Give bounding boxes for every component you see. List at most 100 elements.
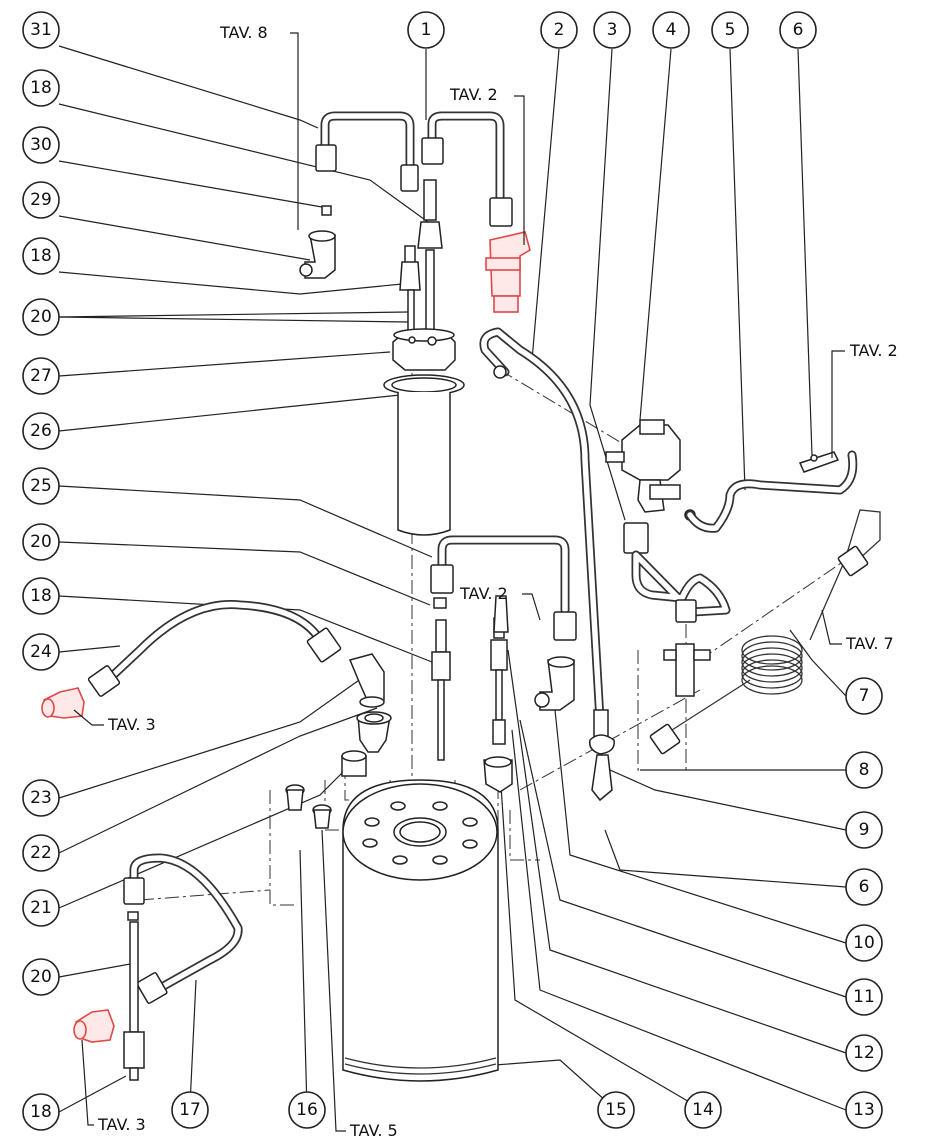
callout-circle	[593, 11, 631, 49]
middle-tube-assembly	[430, 535, 577, 793]
callout-c21: 21	[22, 889, 60, 927]
bottom-left-tube-assembly	[73, 853, 243, 1081]
leader-lines	[58, 45, 847, 1113]
callout-circle	[845, 811, 883, 849]
callout-circle	[22, 889, 60, 927]
callout-circle	[540, 11, 578, 49]
top-tube-assembly	[299, 111, 513, 341]
callout-circle	[845, 751, 883, 789]
callout-c17: 17	[171, 1091, 209, 1129]
callout-number: 15	[605, 1100, 627, 1120]
callout-number: 3	[607, 20, 618, 40]
callout-c14: 14	[684, 1091, 722, 1129]
tube-5	[685, 450, 858, 533]
ref-tav2-right: TAV. 2	[849, 341, 898, 360]
callout-circle	[845, 1091, 883, 1129]
callout-number: 16	[296, 1100, 318, 1120]
callout-number: 2	[554, 20, 565, 40]
ref-tav5: TAV. 5	[349, 1121, 398, 1140]
callout-number: 7	[859, 686, 870, 706]
t-fitting-assembly	[623, 522, 731, 697]
callout-number: 17	[179, 1100, 201, 1120]
vertical-pipe-assembly	[479, 327, 615, 802]
callout-circle	[288, 1091, 326, 1129]
callout-circle	[407, 11, 445, 49]
callout-circle	[711, 11, 749, 49]
callout-circle	[22, 523, 60, 561]
callout-c20a: 20	[22, 298, 60, 336]
callout-circle	[845, 978, 883, 1016]
callout-c31: 31	[22, 11, 60, 49]
callout-c18d: 18	[22, 1093, 60, 1131]
callout-number: 22	[30, 843, 52, 863]
callout-circle	[22, 69, 60, 107]
callout-circle	[22, 958, 60, 996]
callout-number: 21	[30, 898, 52, 918]
callout-circle	[22, 467, 60, 505]
ref-tav8: TAV. 8	[219, 23, 268, 42]
callout-c26: 26	[22, 412, 60, 450]
solenoid-valve-red	[485, 231, 531, 313]
callout-c15: 15	[597, 1091, 635, 1129]
callout-circle	[22, 357, 60, 395]
callout-number: 6	[793, 20, 804, 40]
callout-number: 6	[859, 877, 870, 897]
callout-number: 20	[30, 967, 52, 987]
callout-circle	[22, 1093, 60, 1131]
callout-circle	[22, 126, 60, 164]
callout-number: 13	[853, 1100, 875, 1120]
callout-c16: 16	[288, 1091, 326, 1129]
ref-tav2-mid: TAV. 2	[459, 584, 508, 603]
reference-labels: TAV. 8 TAV. 2 TAV. 2 TAV. 2 TAV. 7 TAV. …	[73, 23, 898, 1140]
callout-number: 20	[30, 532, 52, 552]
plug-fittings	[285, 750, 367, 829]
callout-circle	[684, 1091, 722, 1129]
callout-c20b: 20	[22, 523, 60, 561]
callout-circle	[652, 11, 690, 49]
ref-tav3-left: TAV. 3	[107, 715, 156, 734]
callout-number: 9	[859, 820, 870, 840]
callout-number: 18	[30, 1102, 52, 1122]
callout-number: 18	[30, 78, 52, 98]
callout-c18c: 18	[22, 577, 60, 615]
callout-c22: 22	[22, 834, 60, 872]
callout-c6a: 6	[779, 11, 817, 49]
callout-c18b: 18	[22, 237, 60, 275]
callout-c3: 3	[593, 11, 631, 49]
callout-c1: 1	[407, 11, 445, 49]
callout-c25: 25	[22, 467, 60, 505]
callout-c18a: 18	[22, 69, 60, 107]
callout-number: 18	[30, 246, 52, 266]
callout-number: 5	[725, 20, 736, 40]
callout-c8: 8	[845, 751, 883, 789]
coil-tube	[649, 509, 881, 755]
callout-number: 24	[30, 642, 52, 662]
pressure-switch	[605, 419, 696, 521]
callout-c27: 27	[22, 357, 60, 395]
callout-number: 18	[30, 586, 52, 606]
callout-c24: 24	[22, 633, 60, 671]
callout-c12: 12	[845, 1034, 883, 1072]
callout-number: 25	[30, 476, 52, 496]
boiler-tank	[342, 779, 499, 1082]
left-tube-assembly	[41, 600, 392, 753]
callout-c6b: 6	[845, 868, 883, 906]
callout-circle	[845, 1034, 883, 1072]
callout-number: 8	[859, 760, 870, 780]
callout-circle	[22, 11, 60, 49]
callout-number: 1	[421, 20, 432, 40]
callout-number: 29	[30, 190, 52, 210]
callout-number: 11	[853, 987, 875, 1007]
callout-c5: 5	[711, 11, 749, 49]
callout-circle	[22, 633, 60, 671]
callout-number: 14	[692, 1100, 714, 1120]
ref-tav2-top: TAV. 2	[449, 85, 498, 104]
callout-circle	[22, 779, 60, 817]
callout-circle	[22, 577, 60, 615]
callout-circle	[171, 1091, 209, 1129]
callout-number: 27	[30, 366, 52, 386]
callout-circle	[845, 868, 883, 906]
callout-c10: 10	[845, 924, 883, 962]
callout-circle	[22, 181, 60, 219]
